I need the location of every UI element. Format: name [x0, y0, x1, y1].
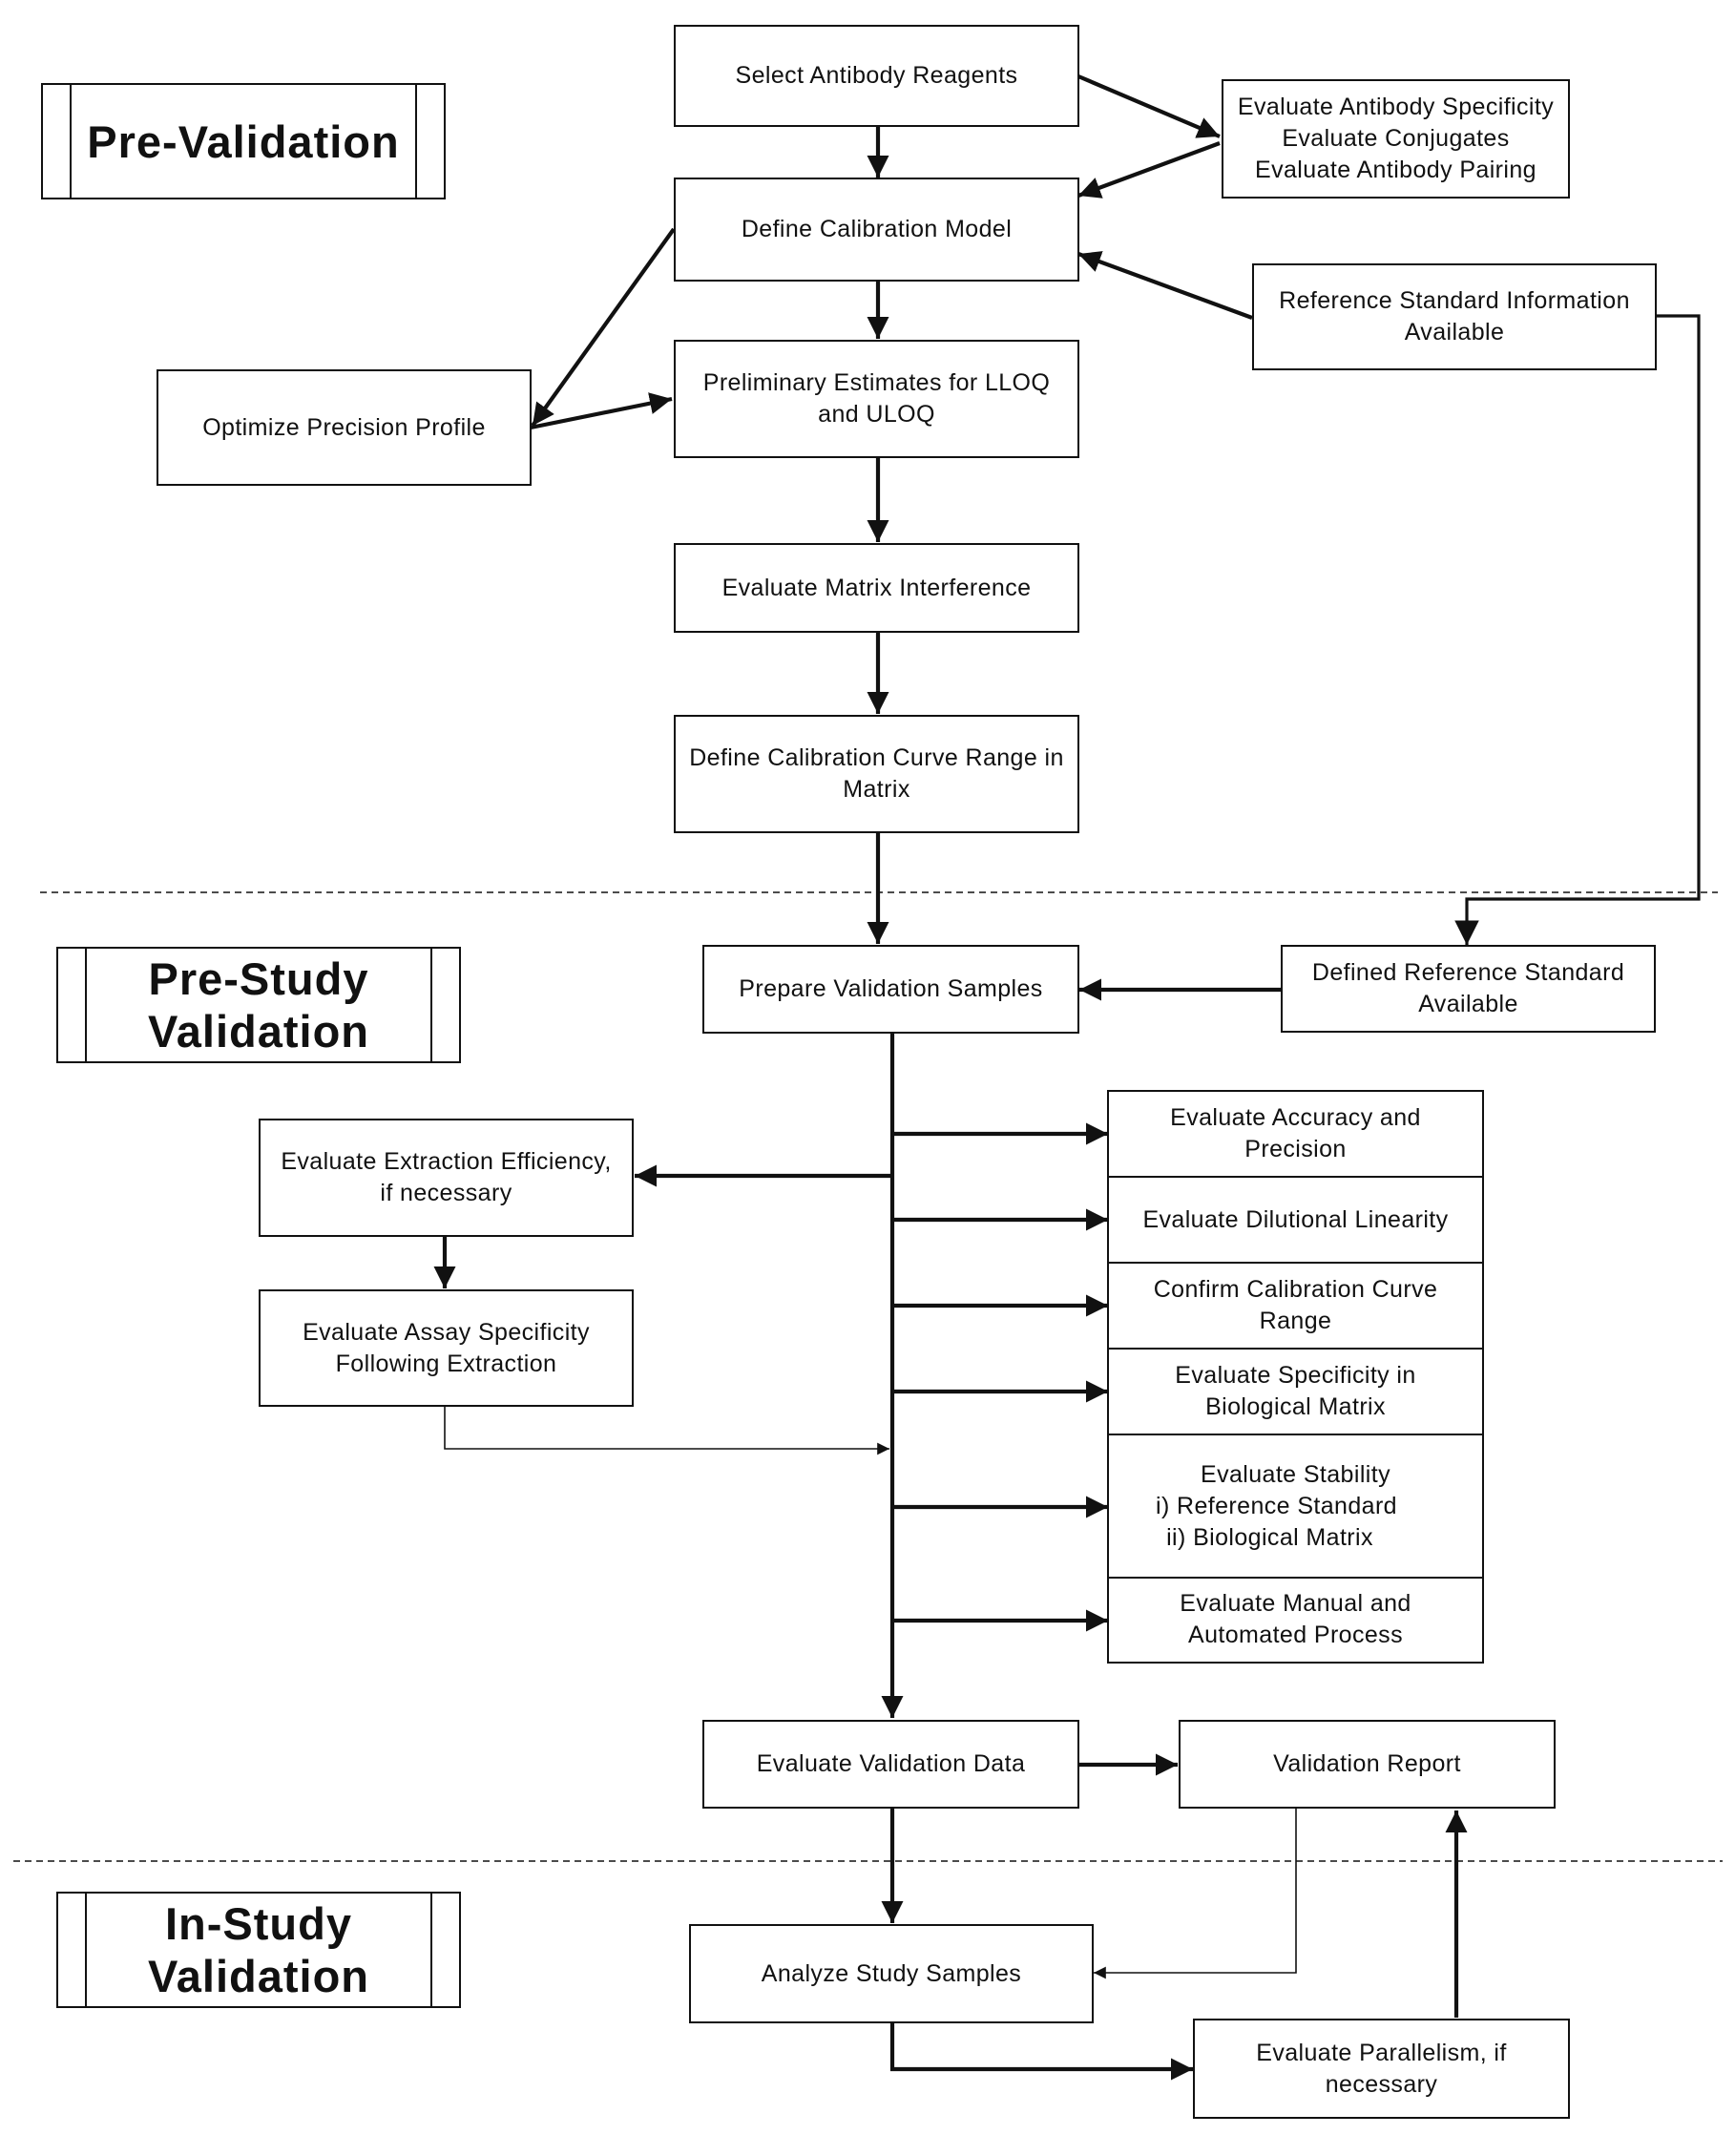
- phase-label-line: Validation: [148, 1006, 369, 1057]
- preliminary-estimates-box: Preliminary Estimates for LLOQ and ULOQ: [674, 340, 1079, 458]
- box-text: Evaluate Antibody Pairing: [1255, 157, 1536, 183]
- box-text: Evaluate Conjugates: [1282, 125, 1510, 152]
- box-text: i) Reference Standard: [1156, 1492, 1397, 1519]
- box-text: Evaluate Extraction Efficiency,: [281, 1148, 612, 1175]
- box-text: Evaluate Antibody Specificity: [1237, 94, 1555, 120]
- box-text: Evaluate Parallelism, if: [1256, 2039, 1507, 2066]
- stability-box: Evaluate Stability i) Reference Standard…: [1109, 1435, 1482, 1579]
- box-text: Optimize Precision Profile: [202, 413, 486, 441]
- box-text: Evaluate Specificity in: [1175, 1362, 1416, 1389]
- parallelism-box: Evaluate Parallelism, if necessary: [1193, 2019, 1570, 2119]
- specificity-matrix-box: Evaluate Specificity in Biological Matri…: [1109, 1350, 1482, 1435]
- matrix-interference-box: Evaluate Matrix Interference: [674, 543, 1079, 633]
- extraction-efficiency-box: Evaluate Extraction Efficiency, if neces…: [259, 1119, 634, 1237]
- box-text: Preliminary Estimates for LLOQ: [702, 369, 1051, 396]
- box-text: and ULOQ: [818, 401, 935, 428]
- arrow-define-to-optimize: [531, 227, 676, 428]
- accuracy-precision-box: Evaluate Accuracy and Precision: [1109, 1092, 1482, 1178]
- box-text: Evaluate Stability: [1201, 1460, 1390, 1488]
- box-text: Prepare Validation Samples: [739, 975, 1043, 1002]
- box-text: Evaluate Manual and: [1180, 1590, 1411, 1617]
- phase-label-in-study: In-Study Validation: [56, 1892, 461, 2008]
- phase-label-line: Pre-Study: [148, 953, 369, 1004]
- box-text: Biological Matrix: [1205, 1393, 1386, 1420]
- phase-label-pre-study: Pre-Study Validation: [56, 947, 461, 1063]
- box-text: Confirm Calibration Curve: [1153, 1276, 1438, 1303]
- assay-specificity-box: Evaluate Assay Specificity Following Ext…: [259, 1289, 634, 1407]
- box-text: Precision: [1244, 1136, 1347, 1162]
- box-text: Matrix: [843, 776, 910, 803]
- box-text: Select Antibody Reagents: [735, 62, 1018, 89]
- box-text: Available: [1418, 991, 1518, 1017]
- phase-label-line: Pre-Validation: [87, 115, 400, 167]
- box-text: Validation Report: [1273, 1750, 1461, 1777]
- arrow-select-to-evaluate-antibody: [1077, 74, 1221, 138]
- optimize-precision-box: Optimize Precision Profile: [157, 369, 532, 486]
- phase-label-line: In-Study: [165, 1898, 352, 1949]
- dilutional-linearity-box: Evaluate Dilutional Linearity: [1109, 1178, 1482, 1264]
- evaluate-antibody-box: Evaluate Antibody Specificity Evaluate C…: [1222, 79, 1570, 199]
- box-text: Reference Standard Information: [1279, 287, 1630, 314]
- box-text: Analyze Study Samples: [761, 1959, 1022, 1987]
- arrow-optimize-to-preliminary: [530, 392, 673, 430]
- validation-data-box: Evaluate Validation Data: [702, 1720, 1079, 1809]
- phase-label-pre-validation: Pre-Validation: [41, 83, 446, 199]
- arrow-reference-info-to-defined: [1454, 314, 1701, 945]
- arrow-reference-info-to-define: [1077, 251, 1253, 320]
- define-calibration-model-box: Define Calibration Model: [674, 178, 1079, 282]
- box-text: necessary: [1325, 2070, 1438, 2098]
- prepare-validation-samples-box: Prepare Validation Samples: [702, 945, 1079, 1034]
- box-text: Range: [1259, 1308, 1332, 1334]
- box-text: Evaluate Validation Data: [756, 1750, 1026, 1777]
- box-text: Define Calibration Model: [741, 216, 1013, 242]
- phase-label-line: Validation: [148, 1951, 369, 2001]
- box-text: Available: [1404, 319, 1505, 345]
- validation-report-box: Validation Report: [1179, 1720, 1556, 1809]
- calibration-curve-range-box: Define Calibration Curve Range in Matrix: [674, 715, 1079, 833]
- box-text: Define Calibration Curve Range in: [689, 744, 1064, 771]
- analyze-study-samples-box: Analyze Study Samples: [689, 1924, 1094, 2023]
- box-text: Following Extraction: [335, 1350, 557, 1377]
- box-text: Automated Process: [1188, 1622, 1403, 1648]
- defined-reference-standard-box: Defined Reference Standard Available: [1281, 945, 1656, 1033]
- box-text: if necessary: [380, 1180, 512, 1206]
- confirm-calibration-box: Confirm Calibration Curve Range: [1109, 1264, 1482, 1350]
- box-text: Evaluate Assay Specificity: [303, 1318, 590, 1346]
- validation-tests-stack: Evaluate Accuracy and Precision Evaluate…: [1107, 1090, 1484, 1664]
- manual-automated-box: Evaluate Manual and Automated Process: [1109, 1579, 1482, 1661]
- box-text: ii) Biological Matrix: [1166, 1523, 1373, 1551]
- reference-standard-info-box: Reference Standard Information Available: [1252, 263, 1657, 370]
- box-text: Evaluate Accuracy and: [1170, 1104, 1421, 1131]
- arrow-analyze-to-parallelism: [889, 2022, 1193, 2081]
- select-antibody-reagents-box: Select Antibody Reagents: [674, 25, 1079, 127]
- box-text: Defined Reference Standard: [1311, 959, 1625, 986]
- connector-report-to-analyze: [1094, 1808, 1297, 1979]
- arrow-evaluate-antibody-to-define: [1077, 141, 1221, 199]
- connector-assay-to-trunk: [444, 1406, 889, 1455]
- box-text: Evaluate Matrix Interference: [721, 574, 1032, 601]
- box-text: Evaluate Dilutional Linearity: [1142, 1205, 1449, 1233]
